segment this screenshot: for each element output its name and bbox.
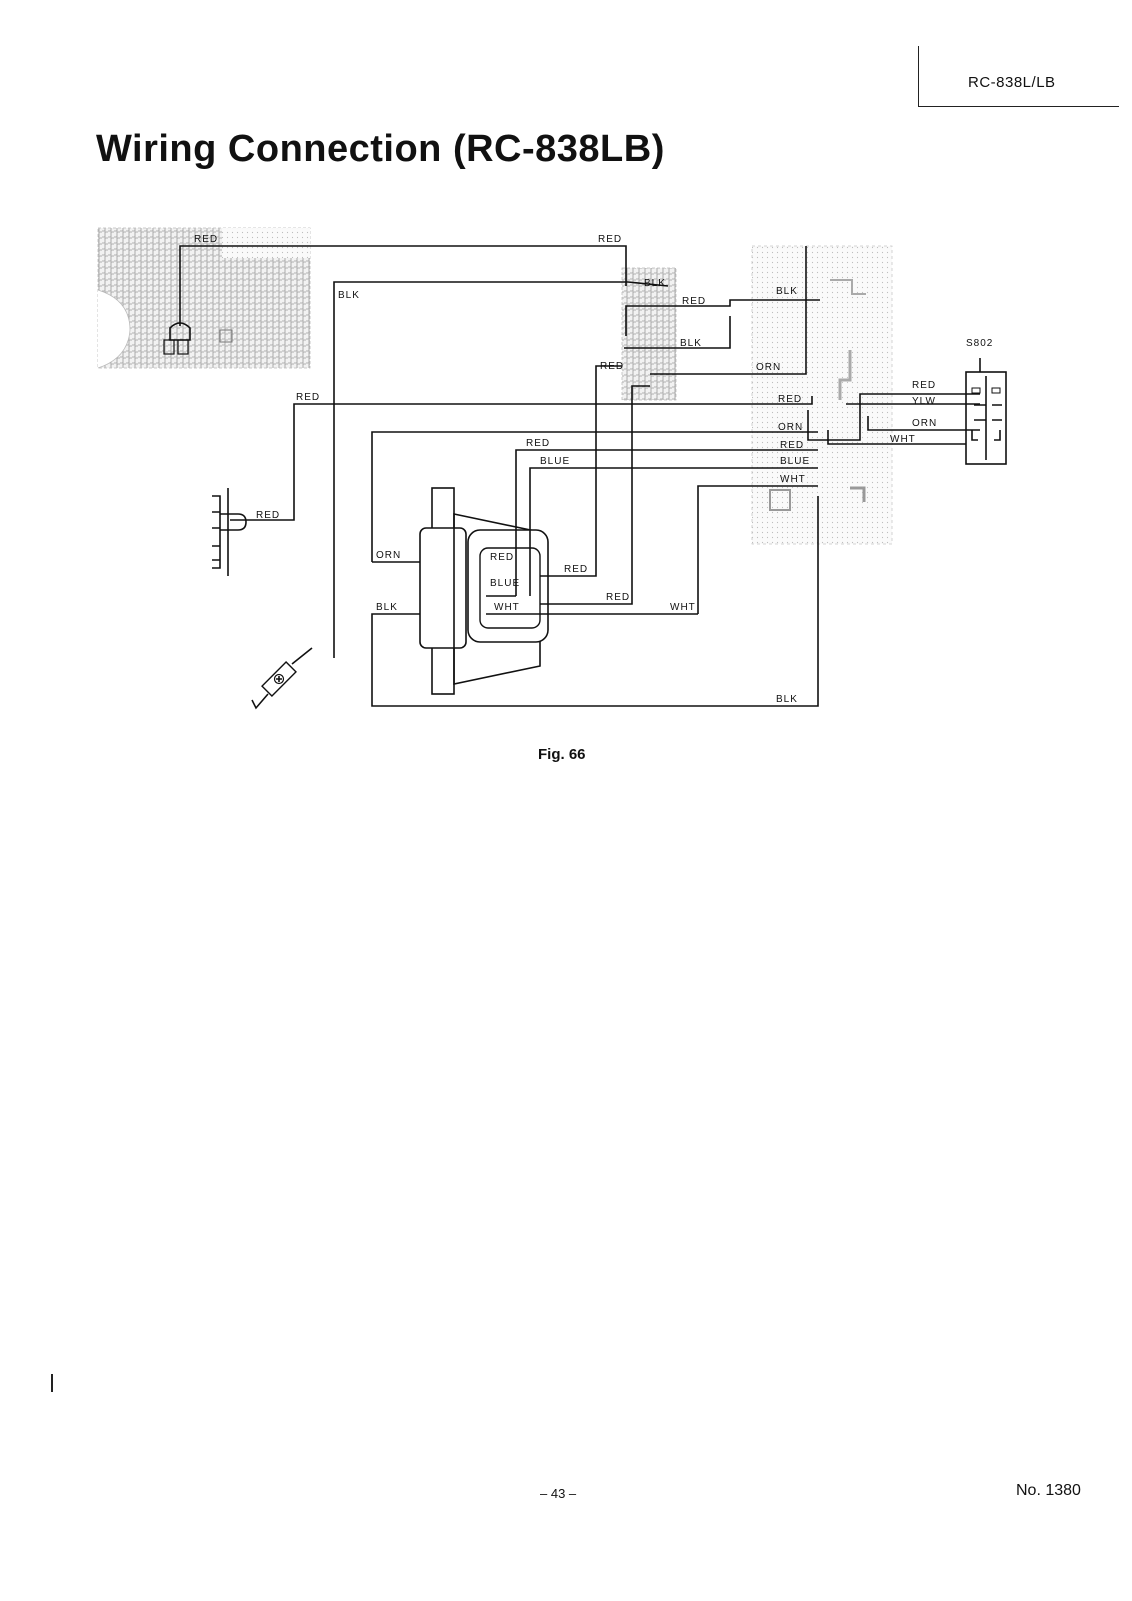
wire-label: WHT: [494, 602, 520, 613]
header-box: [918, 46, 1119, 107]
wire-label: BLK: [644, 278, 666, 289]
wire-label: RED: [296, 392, 320, 403]
wire-label: BLK: [338, 290, 360, 301]
wire-label: RED: [564, 564, 588, 575]
ground-connector-icon: [251, 647, 313, 710]
wire-label: RED: [912, 380, 936, 391]
wire-label: RED: [682, 296, 706, 307]
wire-label: BLUE: [780, 456, 810, 467]
wire-label: ORN: [756, 362, 781, 373]
page-number: – 43 –: [540, 1486, 577, 1501]
wire-label: BLUE: [490, 578, 520, 589]
wire-label: BLUE: [540, 456, 570, 467]
wire-label: RED: [526, 438, 550, 449]
wire-label: WHT: [670, 602, 696, 613]
wire-label: RED: [194, 234, 218, 245]
main-pcb: [97, 227, 311, 369]
wire-label: BLK: [776, 286, 798, 297]
control-pcb: [621, 267, 677, 401]
wire-label: ORN: [778, 422, 803, 433]
wire-labels: RED RED BLK BLK RED BLK BLK RED ORN RED …: [194, 234, 993, 705]
wire-label: RED: [490, 552, 514, 563]
terminal-pcb: [751, 245, 893, 545]
figure-caption: Fig. 66: [538, 746, 586, 763]
wire-label: RED: [606, 592, 630, 603]
motor-assembly: [419, 487, 549, 695]
wire-label: BLK: [680, 338, 702, 349]
wire-label: RED: [778, 394, 802, 405]
door-switch: [212, 488, 247, 576]
switch-s802: [965, 358, 1007, 465]
wire-label: WHT: [780, 474, 806, 485]
wire-label: YLW: [912, 396, 936, 407]
switch-label: S802: [966, 338, 993, 349]
wire-label: ORN: [376, 550, 401, 561]
margin-mark: [51, 1374, 53, 1392]
wire-label: BLK: [776, 694, 798, 705]
wire-label: RED: [598, 234, 622, 245]
wire-label: RED: [780, 440, 804, 451]
lamp-socket-icon: [163, 322, 233, 355]
wire-label: WHT: [890, 434, 916, 445]
document-number: No. 1380: [1016, 1482, 1081, 1499]
wire-label: ORN: [912, 418, 937, 429]
wires: [179, 245, 980, 707]
page-title: Wiring Connection (RC-838LB): [96, 128, 665, 170]
wire-label: RED: [600, 361, 624, 372]
model-label: RC-838L/LB: [968, 74, 1056, 91]
wire-label: BLK: [376, 602, 398, 613]
wire-label: RED: [256, 510, 280, 521]
